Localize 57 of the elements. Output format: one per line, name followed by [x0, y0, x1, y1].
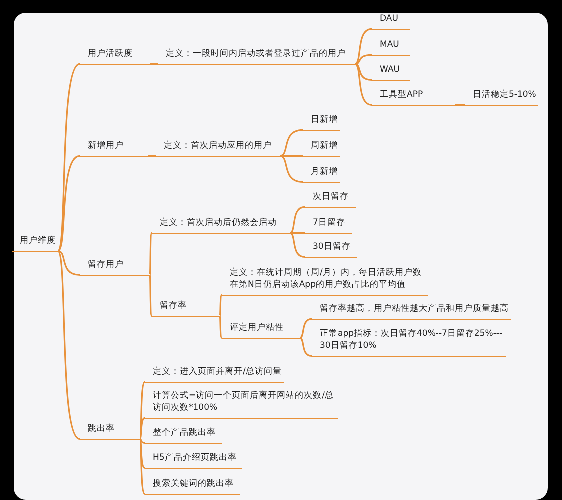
branch-line — [354, 63, 372, 106]
topic-label: 用户活跃度 — [80, 48, 150, 65]
topic-label: 定义：在统计周期（周/月）内，每日活跃用户数在第N日仍启动该App的用户数占比的平均值 — [222, 267, 428, 296]
branch-line — [150, 63, 158, 65]
topic-label: 留存率 — [152, 300, 220, 317]
topic-label: 整个产品跳出率 — [145, 427, 222, 444]
topic-label: 工具型APP — [372, 89, 455, 106]
branch-line — [139, 438, 146, 495]
topic-label: 用户维度 — [12, 235, 58, 252]
branch-line — [148, 155, 156, 157]
branch-line — [290, 232, 306, 258]
topic-label: 评定用户粘性 — [222, 322, 300, 339]
branch-line — [280, 155, 303, 157]
topic-label: 日活稳定5-10% — [465, 89, 538, 106]
branch-line — [455, 104, 465, 106]
branch-line — [57, 64, 80, 252]
branch-line — [290, 206, 306, 234]
branch-line — [149, 275, 153, 316]
topic-label: 月新增 — [303, 166, 340, 183]
branch-line — [280, 129, 304, 157]
topic-label: DAU — [372, 13, 410, 30]
topic-label: H5产品介绍页跳出率 — [145, 452, 242, 469]
topic-label: 计算公式=访问一个页面后离开网站的次数/总访问次数*100% — [145, 390, 338, 419]
branch-line — [300, 318, 312, 339]
topic-label: 搜索关键词的跳出率 — [145, 478, 240, 495]
branch-line — [139, 418, 146, 440]
topic-label: 定义：首次启动应用的用户 — [156, 140, 280, 157]
branch-line — [139, 382, 146, 440]
topic-label: 定义：首次启动后仍然会启动 — [152, 217, 290, 234]
topic-label: 定义：进入页面并离开/总访问量 — [145, 366, 284, 383]
branch-line — [354, 28, 372, 65]
topic-label: 周新增 — [303, 140, 340, 157]
branch-line — [280, 155, 304, 183]
topic-label: 正常app指标：次日留存40%--7日留存25%---30日留存10% — [312, 328, 506, 357]
branch-line — [219, 294, 223, 316]
topic-label: WAU — [372, 64, 410, 81]
topic-label: 留存用户 — [80, 259, 150, 276]
branch-line — [290, 232, 305, 234]
topic-label: 定义：一段时间内启动或者登录过产品的用户 — [158, 48, 355, 65]
topic-label: 次日留存 — [305, 191, 356, 208]
topic-label: 30日留存 — [305, 241, 357, 258]
topic-label: 留存率越高，用户粘性越大产品和用户质量越高 — [312, 303, 511, 320]
branch-line — [139, 438, 146, 469]
topic-label: 跳出率 — [80, 423, 140, 440]
topic-label: MAU — [372, 39, 410, 56]
branch-line — [149, 232, 153, 276]
branch-line — [354, 63, 372, 81]
branch-line — [300, 337, 312, 357]
branch-line — [58, 250, 80, 276]
topic-label: 日新增 — [303, 114, 340, 131]
branch-line — [354, 54, 372, 65]
branch-line — [57, 250, 80, 440]
branch-line — [140, 438, 146, 444]
topic-label: 7日留存 — [305, 217, 352, 234]
branch-line — [219, 316, 223, 339]
branch-line — [57, 155, 80, 252]
topic-label: 新增用户 — [80, 140, 148, 157]
